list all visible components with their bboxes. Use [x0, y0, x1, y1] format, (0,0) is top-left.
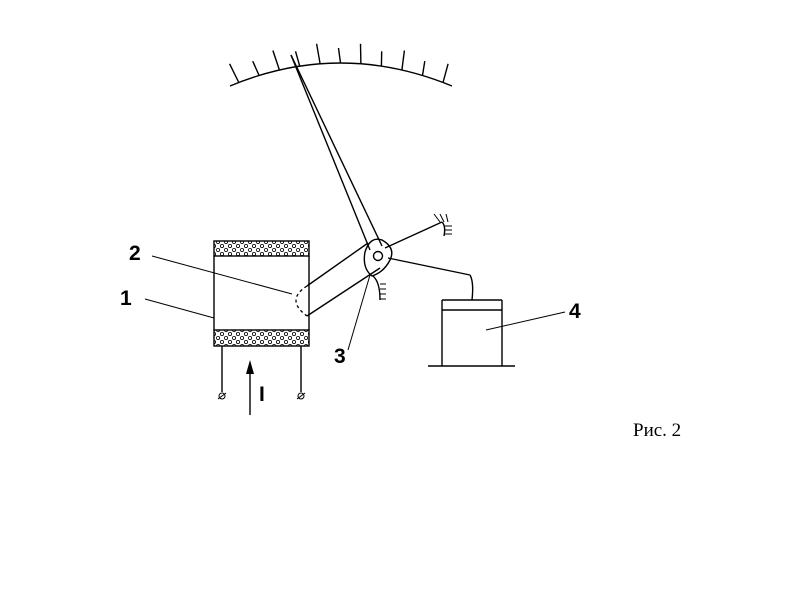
damper-rod	[469, 274, 474, 301]
spring-anchor-hatch	[433, 213, 452, 235]
leader-3	[347, 274, 371, 351]
label-1: 1	[120, 287, 132, 310]
scale-tick	[252, 60, 260, 76]
scale-tick	[442, 63, 449, 83]
scale-ticks	[228, 43, 449, 83]
leader-4	[485, 311, 566, 331]
hatch-mark	[445, 213, 449, 223]
scale-tick	[401, 50, 406, 71]
current-arrow-head	[246, 360, 254, 374]
core-rod-top	[306, 242, 369, 287]
hatch-mark	[433, 213, 441, 223]
coil-top-winding	[213, 240, 310, 257]
label-current: I	[259, 383, 265, 406]
hatch-mark	[439, 213, 445, 223]
leader-2	[151, 255, 293, 295]
label-2: 2	[129, 242, 141, 265]
damper	[428, 299, 515, 367]
pivot-cam	[363, 238, 393, 277]
label-4: 4	[569, 300, 581, 323]
scale-arc	[229, 62, 453, 87]
leader-1	[144, 298, 215, 319]
scale-tick	[337, 47, 342, 64]
figure-caption: Рис. 2	[633, 420, 681, 441]
scale-tick	[421, 60, 426, 76]
pivot-stop	[372, 275, 381, 301]
terminal-left	[218, 392, 226, 400]
scale-tick	[272, 50, 281, 71]
terminal-left-mark	[217, 392, 227, 400]
terminal-right	[297, 392, 305, 400]
core-rod-bottom	[306, 267, 381, 317]
damper-link	[387, 257, 471, 276]
coil-bottom-winding	[213, 329, 310, 347]
terminal-right-mark	[296, 392, 306, 400]
label-3: 3	[334, 345, 346, 368]
pointer-needle-right	[290, 54, 383, 247]
pivot-stop-hatch	[380, 283, 386, 300]
pointer-needle-left	[290, 54, 371, 251]
scale-tick	[228, 63, 240, 83]
scale-tick	[315, 43, 321, 64]
coil	[213, 240, 310, 400]
spring-arm	[384, 221, 443, 249]
pivot-axle	[372, 250, 384, 262]
core-dashed-end	[295, 285, 308, 317]
scale-tick	[294, 51, 301, 67]
